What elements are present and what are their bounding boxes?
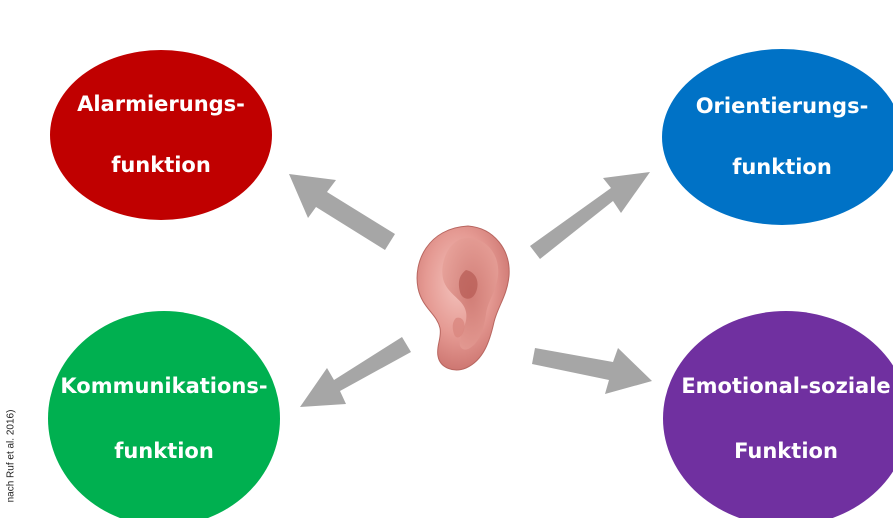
arrow-to-communication bbox=[300, 337, 411, 407]
emotional-social-function-circle: Emotional-soziale Funktion bbox=[663, 311, 893, 518]
alarm-function-circle: Alarmierungs- funktion bbox=[50, 50, 272, 220]
source-caption: nach Ruf et al. 2016) bbox=[5, 409, 17, 503]
communication-function-line1: Kommunikations- bbox=[60, 373, 268, 398]
emotional-social-function-line1: Emotional-soziale bbox=[681, 373, 891, 398]
emotional-social-function-line2: Funktion bbox=[734, 438, 838, 463]
arrow-to-alarm bbox=[289, 174, 395, 250]
alarm-function-line2: funktion bbox=[111, 153, 211, 177]
orientation-function-circle: Orientierungs- funktion bbox=[662, 49, 893, 225]
communication-function-line2: funktion bbox=[114, 438, 214, 463]
arrow-to-orientation bbox=[530, 172, 650, 259]
alarm-function-line1: Alarmierungs- bbox=[77, 92, 245, 116]
communication-function-circle: Kommunikations- funktion bbox=[48, 311, 280, 518]
orientation-function-line2: funktion bbox=[732, 155, 832, 179]
ear-icon bbox=[410, 222, 516, 372]
orientation-function-line1: Orientierungs- bbox=[695, 94, 869, 118]
arrow-to-emotional bbox=[532, 348, 652, 394]
